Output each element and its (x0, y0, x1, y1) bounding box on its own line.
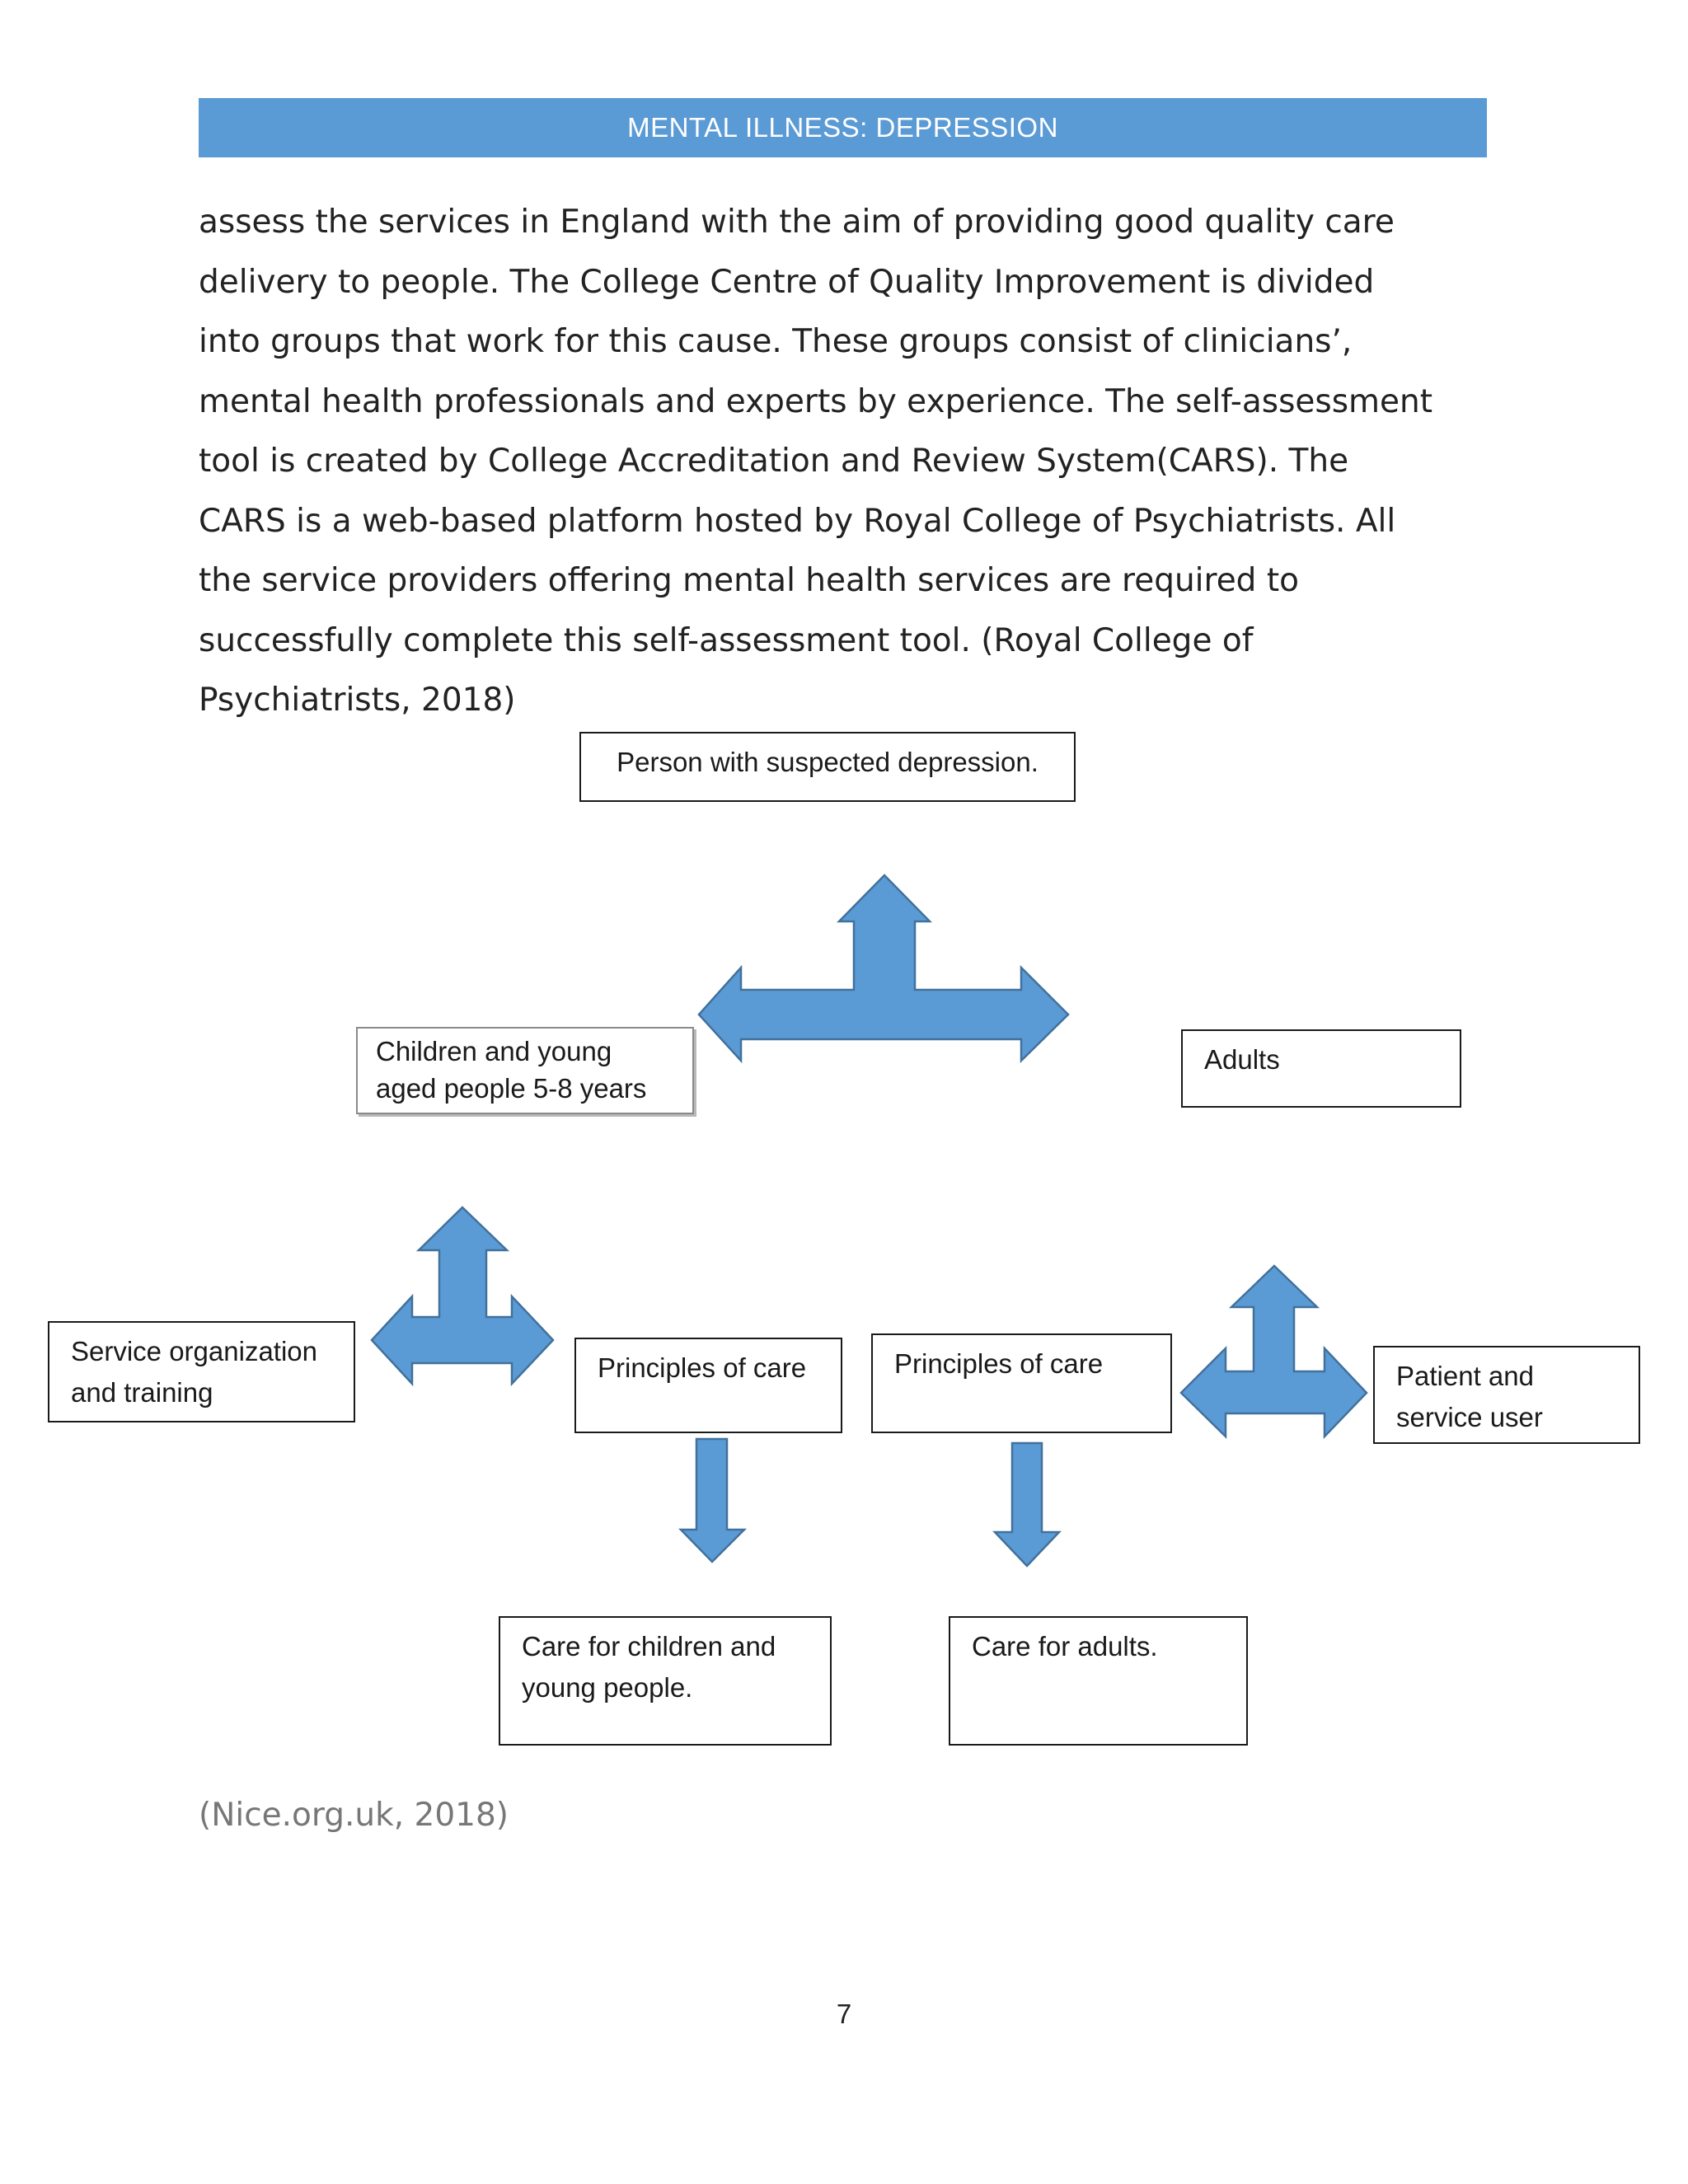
patient-service-user-box: Patient and service user (1373, 1346, 1640, 1444)
principles-adults-box: Principles of care (871, 1333, 1172, 1433)
down-arrow-adults (992, 1441, 1062, 1568)
citation: (Nice.org.uk, 2018) (199, 1797, 509, 1834)
principles-adults-label: Principles of care (894, 1348, 1104, 1379)
children-group-label: Children and young aged people 5-8 years (376, 1036, 647, 1104)
children-group-box: Children and young aged people 5-8 years (356, 1027, 694, 1114)
top-three-way-arrow (697, 874, 1070, 1064)
service-organization-box: Service organization and training (48, 1321, 355, 1422)
care-children-label: Care for children and young people. (522, 1631, 776, 1703)
care-adults-label: Care for adults. (972, 1631, 1158, 1661)
principles-children-label: Principles of care (598, 1352, 807, 1383)
care-children-box: Care for children and young people. (499, 1616, 832, 1746)
page-header: MENTAL ILLNESS: DEPRESSION (199, 98, 1487, 157)
body-paragraph: assess the services in England with the … (199, 204, 1433, 719)
patient-service-user-label: Patient and service user (1396, 1361, 1543, 1432)
care-adults-box: Care for adults. (949, 1616, 1248, 1746)
service-organization-label: Service organization and training (71, 1336, 317, 1408)
principles-children-box: Principles of care (574, 1338, 842, 1433)
adults-group-box: Adults (1181, 1029, 1461, 1108)
down-arrow-children (678, 1437, 748, 1563)
root-label: Person with suspected depression. (617, 747, 1039, 777)
left-three-way-arrow (370, 1206, 555, 1387)
page-number: 7 (836, 1999, 852, 2029)
adults-group-label: Adults (1204, 1044, 1280, 1075)
right-three-way-arrow (1179, 1264, 1368, 1440)
root-box: Person with suspected depression. (579, 732, 1076, 802)
